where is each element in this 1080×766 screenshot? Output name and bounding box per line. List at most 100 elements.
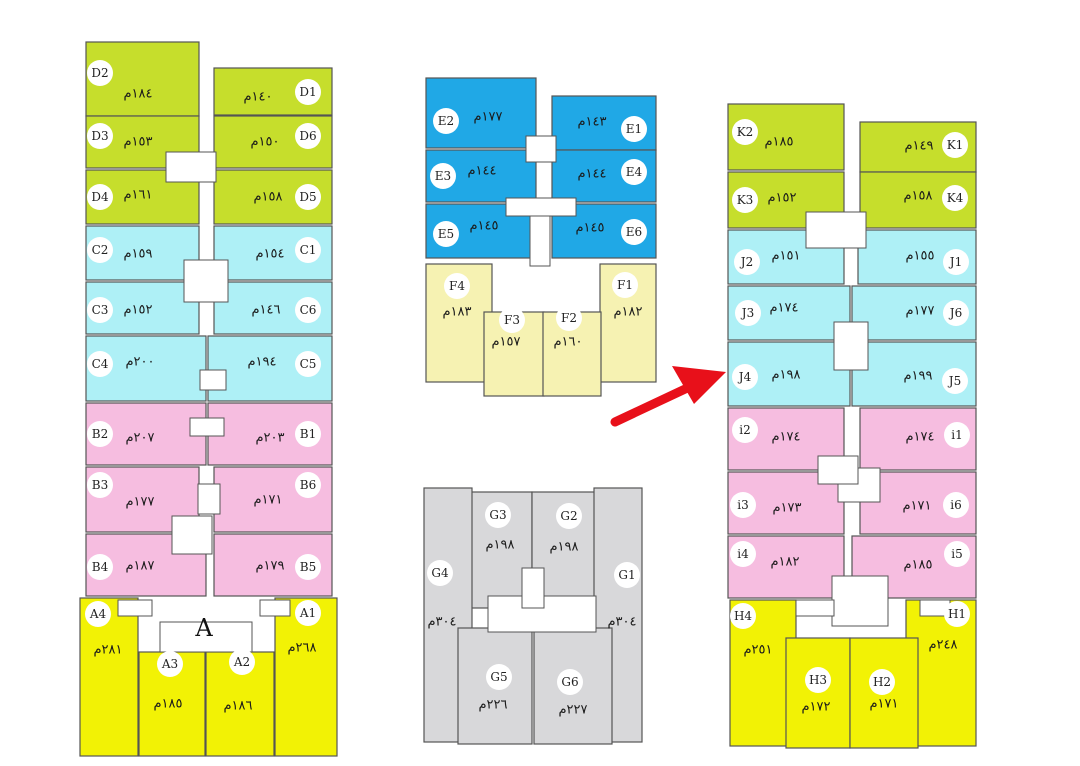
unit-badge [85,601,111,627]
unit-code-label: D4 [91,190,109,204]
service-core [805,211,867,249]
unit-area-label: ١٨٥م [903,558,932,573]
unit-shape [727,535,845,599]
unit-area-label: ١٥٠م [250,135,279,150]
unit-badge [942,185,968,211]
unit-badge [869,669,895,695]
unit-area-label: ١٨٢م [770,555,799,570]
unit-i4[interactable] [727,535,845,599]
unit-area-label: ١٧١م [902,499,931,514]
service-core [521,567,545,609]
unit-a4[interactable] [79,597,139,757]
unit-code-label: i3 [737,498,748,512]
unit-code-label: K1 [947,138,964,152]
unit-area-label: ١٤٥م [469,219,498,234]
unit-code-label: i5 [951,547,962,561]
unit-code-label: G2 [560,509,577,523]
service-core [795,599,835,617]
unit-area-label: ١٧٤م [771,430,800,445]
unit-badge [87,554,113,580]
unit-area-label: ١٤٩م [904,139,933,154]
unit-badge [444,273,470,299]
pointer-arrow-icon [610,366,726,427]
unit-badge [295,237,321,263]
unit-badge [295,297,321,323]
unit-code-label: B4 [92,560,109,574]
unit-area-label: ١٤٦م [251,303,280,318]
unit-area-label: ٢٠٣م [255,431,284,446]
unit-code-label: E1 [626,122,642,136]
service-core [199,369,227,391]
unit-code-label: J5 [947,374,961,388]
unit-area-label: ١٥٣م [123,135,152,150]
unit-badge [295,123,321,149]
unit-badge [430,163,456,189]
unit-code-label: i4 [737,547,749,561]
unit-badge [944,601,970,627]
unit-badge [732,119,758,145]
unit-badge [556,305,582,331]
unit-badge [557,669,583,695]
unit-area-label: ١٥١م [771,249,800,264]
unit-area-label: ١٤٤م [577,167,606,182]
unit-code-label: D2 [91,66,108,80]
unit-code-label: H3 [809,673,827,687]
unit-area-label: ١٦١م [123,188,152,203]
unit-area-label: ١٤٣م [577,115,606,130]
unit-badge [499,307,525,333]
unit-badge [295,351,321,377]
unit-code-label: C4 [92,357,109,371]
unit-code-label: i6 [950,498,961,512]
unit-code-label: G3 [489,508,506,522]
unit-area-label: ١٩٨م [485,538,514,553]
unit-code-label: H4 [734,609,752,623]
unit-area-label: ١٧٩م [255,559,284,574]
unit-code-label: G4 [431,566,449,580]
unit-area-label: ١٧١م [253,493,282,508]
unit-badge [730,492,756,518]
unit-area-label: ١٤٠م [243,90,272,105]
unit-badge [157,651,183,677]
service-core [833,321,869,371]
unit-badge [295,600,321,626]
unit-badge [621,159,647,185]
unit-code-label: B5 [300,560,316,574]
unit-area-label: ١٩٨م [771,368,800,383]
unit-area-label: ١٨٥م [153,697,182,712]
unit-c3[interactable] [85,281,200,335]
unit-badge [295,184,321,210]
unit-area-label: ١٨٤م [123,87,152,102]
unit-code-label: D6 [299,129,316,143]
unit-badge [87,472,113,498]
unit-j1[interactable] [857,229,977,285]
unit-code-label: J2 [739,255,753,269]
unit-area-label: ١٤٥م [575,221,604,236]
unit-area-label: ٣٠٤م [427,615,456,630]
unit-badge [805,667,831,693]
unit-area-label: ١٩٩م [903,369,932,384]
unit-area-label: ١٧٧م [905,304,934,319]
unit-shape [85,281,200,335]
unit-code-label: F2 [561,311,577,325]
unit-area-label: ١٨٥م [764,135,793,150]
unit-badge [433,108,459,134]
service-core [159,621,253,653]
service-core [183,259,229,303]
service-core [817,455,859,485]
unit-code-label: J3 [740,306,754,320]
unit-area-label: ١٧٣م [772,501,801,516]
unit-code-label: E3 [435,169,451,183]
service-core [165,151,217,183]
unit-badge [735,300,761,326]
unit-code-label: B2 [92,427,108,441]
unit-area-label: ١٥٢م [123,303,152,318]
unit-badge [87,60,113,86]
unit-area-label: ١٥٥م [905,249,934,264]
unit-code-label: C6 [300,303,317,317]
unit-code-label: K3 [737,193,754,207]
unit-code-label: H1 [948,607,966,621]
unit-code-label: A1 [299,606,316,620]
unit-badge [87,237,113,263]
unit-code-label: G6 [561,675,578,689]
unit-code-label: F1 [617,278,633,292]
